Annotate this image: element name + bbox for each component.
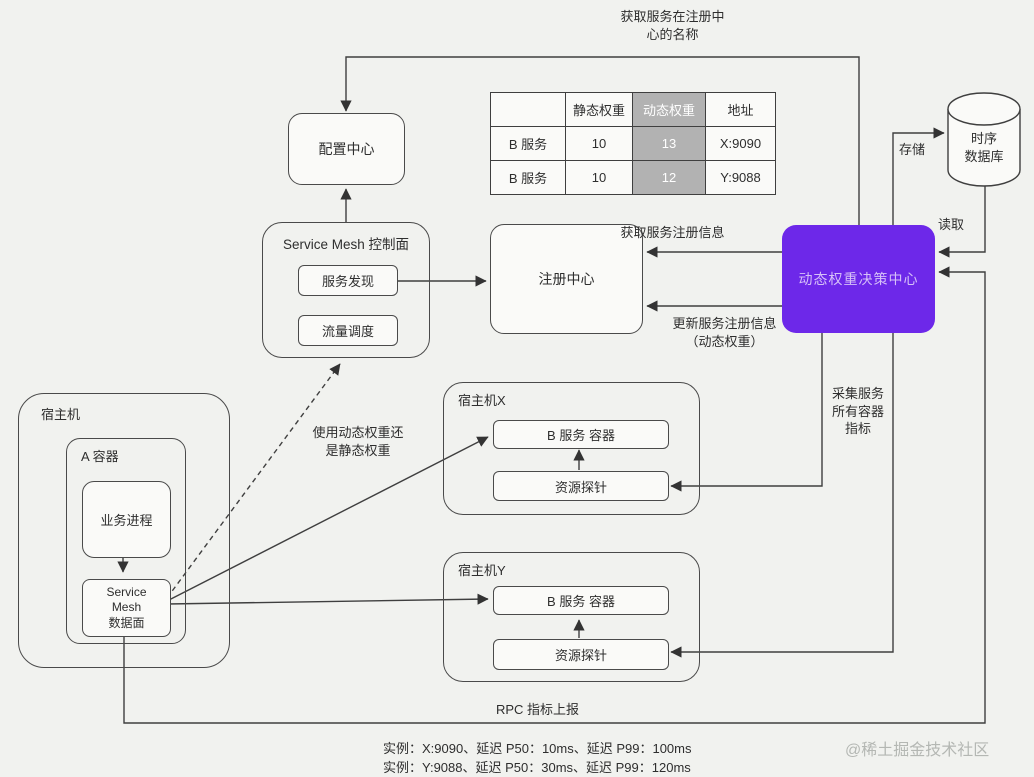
service-discovery-node: 服务发现 — [298, 265, 398, 296]
weight-table: 静态权重 动态权重 地址 B 服务 10 13 X:9090 B 服务 10 1… — [490, 92, 776, 195]
table-cell: Y:9088 — [705, 160, 776, 195]
edge-label-update-registration: 更新服务注册信息 （动态权重） — [672, 316, 777, 349]
service-mesh-data-plane-node: Service Mesh 数据面 — [82, 579, 171, 637]
tsdb-label: 时序 数据库 — [964, 131, 1004, 165]
table-header-row: 静态权重 动态权重 地址 — [490, 92, 776, 127]
edge-label-use-weight: 使用动态权重还 是静态权重 — [312, 425, 404, 458]
registry-label: 注册中心 — [538, 271, 595, 287]
b-service-container-y-label: B 服务 容器 — [547, 594, 615, 609]
resource-probe-x-node: 资源探针 — [493, 471, 669, 501]
watermark: @稀土掘金技术社区 — [845, 742, 990, 759]
data-plane-label: Service Mesh 数据面 — [106, 584, 147, 630]
edge-label-fetch-service-name: 获取服务在注册中 心的名称 — [620, 9, 725, 42]
b-service-container-y-node: B 服务 容器 — [493, 586, 669, 615]
resource-probe-y-node: 资源探针 — [493, 639, 669, 670]
registry-node: 注册中心 — [490, 224, 643, 334]
table-cell: 10 — [565, 160, 633, 195]
traffic-scheduler-label: 流量调度 — [321, 324, 374, 339]
table-row: B 服务 10 12 Y:9088 — [490, 160, 776, 195]
table-cell: B 服务 — [490, 126, 566, 161]
edge-label-store: 存储 — [899, 142, 926, 157]
edge-label-fetch-registration: 获取服务注册信息 — [620, 225, 725, 240]
table-cell: 13 — [632, 126, 706, 161]
table-cell: X:9090 — [705, 126, 776, 161]
host-x-label: 宿主机X — [458, 393, 506, 408]
decision-center-label: 动态权重决策中心 — [798, 271, 919, 287]
instance-y-metrics: 实例：Y:9088、延迟 P50：30ms、延迟 P99：120ms — [383, 760, 691, 775]
edge-label-read: 读取 — [938, 217, 965, 232]
a-container-node: A 容器 业务进程 Service Mesh 数据面 — [66, 438, 186, 644]
edge-label-collect-metrics: 采集服务 所有容器 指标 — [831, 386, 884, 437]
service-mesh-control-plane-node: Service Mesh 控制面 服务发现 流量调度 — [262, 222, 430, 358]
table-header-dynamic-weight: 动态权重 — [632, 92, 706, 127]
config-center-label: 配置中心 — [318, 141, 375, 157]
host-y-node: 宿主机Y B 服务 容器 资源探针 — [443, 552, 700, 682]
host-label: 宿主机 — [41, 407, 81, 422]
b-service-container-x-node: B 服务 容器 — [493, 420, 669, 449]
table-cell: 10 — [565, 126, 633, 161]
config-center-node: 配置中心 — [288, 113, 405, 185]
table-cell: 12 — [632, 160, 706, 195]
resource-probe-x-label: 资源探针 — [554, 479, 607, 495]
host-y-label: 宿主机Y — [458, 563, 506, 578]
resource-probe-y-label: 资源探针 — [554, 648, 607, 663]
host-x-node: 宿主机X B 服务 容器 资源探针 — [443, 382, 700, 515]
table-cell: B 服务 — [490, 160, 566, 195]
biz-process-label: 业务进程 — [100, 513, 153, 528]
dynamic-weight-decision-center-node: 动态权重决策中心 — [782, 225, 935, 333]
b-service-container-x-label: B 服务 容器 — [547, 428, 615, 443]
table-row: B 服务 10 13 X:9090 — [490, 126, 776, 161]
traffic-scheduler-node: 流量调度 — [298, 315, 398, 346]
table-header-address: 地址 — [705, 92, 776, 127]
host-node: 宿主机 A 容器 业务进程 Service Mesh 数据面 — [18, 393, 230, 668]
instance-x-metrics: 实例：X:9090、延迟 P50：10ms、延迟 P99：100ms — [383, 741, 692, 756]
biz-process-node: 业务进程 — [82, 481, 171, 558]
control-plane-title: Service Mesh 控制面 — [282, 237, 410, 252]
table-header-static-weight: 静态权重 — [565, 92, 633, 127]
a-container-label: A 容器 — [81, 449, 119, 464]
service-discovery-label: 服务发现 — [321, 274, 374, 289]
table-header-blank — [490, 92, 566, 127]
edge-label-rpc-report: RPC 指标上报 — [495, 702, 580, 717]
